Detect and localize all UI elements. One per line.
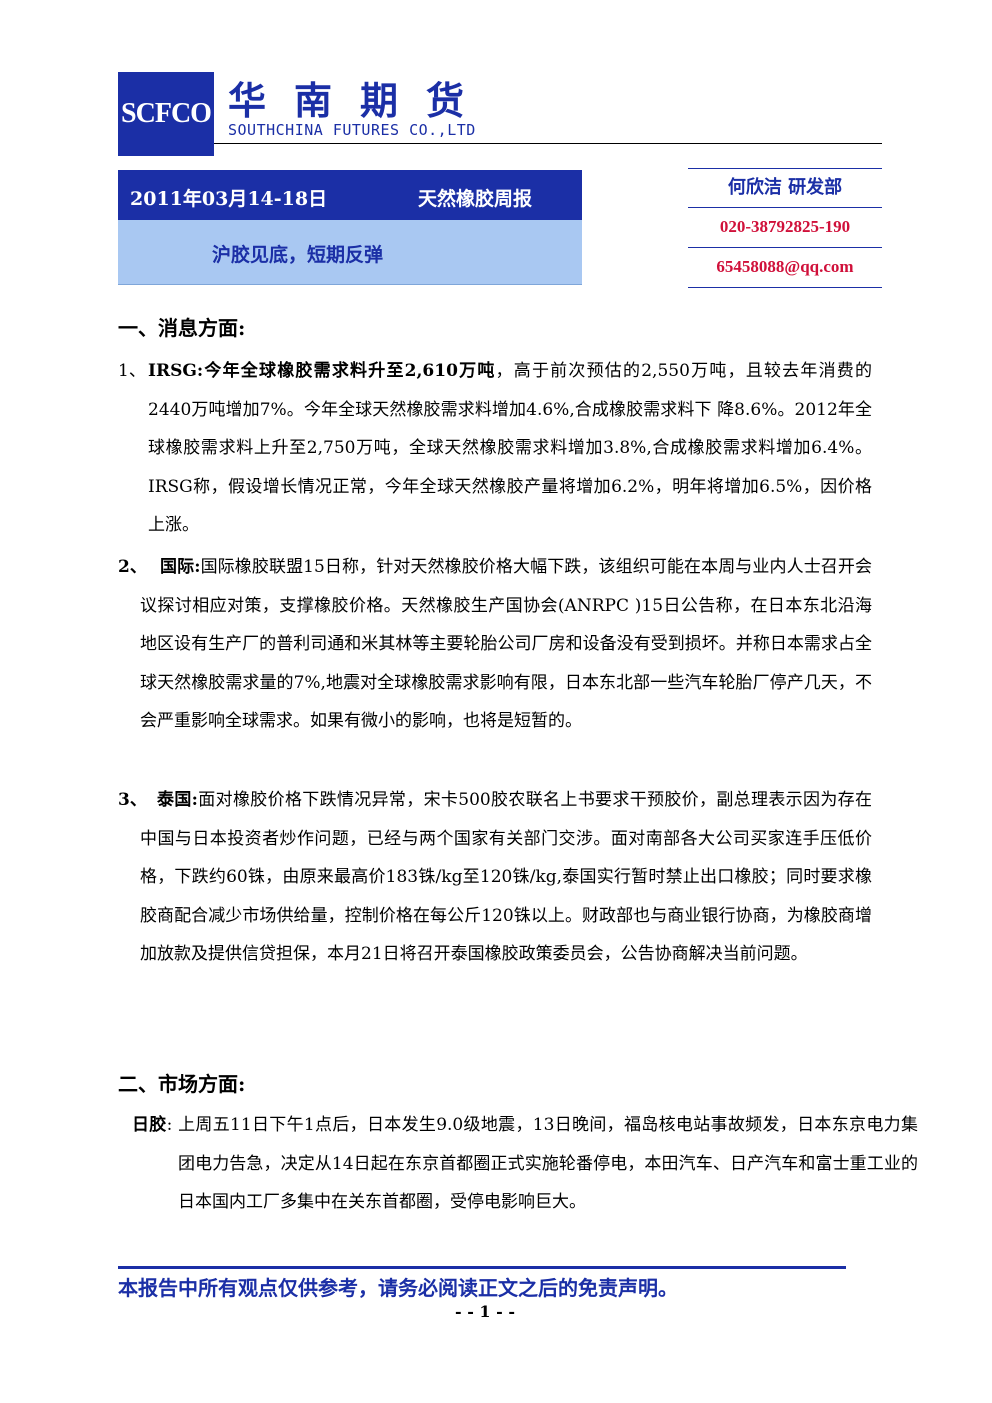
- item3-text: 面对橡胶价格下跌情况异常，宋卡500胶农联名上书要求干预胶价，副总理表示因为存在…: [140, 790, 873, 964]
- analyst-email[interactable]: 65458088@qq.com: [716, 257, 854, 276]
- logo-text: SCFCO: [121, 98, 212, 129]
- company-name-cn: 华南期货: [228, 79, 493, 123]
- item3-paragraph: 泰国:面对橡胶价格下跌情况异常，宋卡500胶农联名上书要求干预胶价，副总理表示因…: [140, 781, 872, 974]
- item2-lead: 国际:: [160, 557, 201, 577]
- company-name-en: SOUTHCHINA FUTURES CO.,LTD: [228, 121, 476, 139]
- japan-lead: 日胶: [132, 1115, 167, 1135]
- item1-text: ，高于前次预估的2,550万吨，且较去年消费的2440万吨增加7%。今年全球天然…: [148, 361, 872, 535]
- news-section-heading: 一、消息方面:: [118, 316, 246, 340]
- report-title-bar: 2011年03月14-18日 天然橡胶周报: [118, 170, 582, 220]
- report-subtitle: 沪胶见底，短期反弹: [212, 244, 384, 266]
- contact-email-row: 65458088@qq.com: [688, 248, 882, 288]
- analyst-name: 何欣洁 研发部: [727, 177, 843, 198]
- report-subtitle-bar: 沪胶见底，短期反弹: [118, 220, 582, 285]
- company-logo: SCFCO: [118, 72, 214, 156]
- footer-divider: [118, 1266, 846, 1269]
- report-name: 天然橡胶周报: [418, 188, 533, 210]
- header-divider: [214, 143, 882, 144]
- contact-name-row: 何欣洁 研发部: [688, 168, 882, 208]
- contact-box: 何欣洁 研发部 020-38792825-190 65458088@qq.com: [688, 168, 882, 288]
- item3-number: 3、: [118, 790, 147, 810]
- item2-text: 国际橡胶联盟15日称，针对天然橡胶价格大幅下跌，该组织可能在本周与业内人士召开会…: [140, 557, 872, 731]
- item3-lead: 泰国:: [157, 790, 198, 810]
- disclaimer: 本报告中所有观点仅供参考，请务必阅读正文之后的免责声明。: [118, 1276, 678, 1300]
- page-number: - - 1 - -: [455, 1302, 515, 1321]
- market-section-heading: 二、市场方面:: [118, 1072, 246, 1096]
- report-date: 2011年03月14-18日: [130, 188, 328, 210]
- japan-paragraph: 日胶: 上周五11日下午1点后，日本发生9.0级地震，13日晚间，福岛核电站事故…: [132, 1106, 918, 1222]
- item2-paragraph: 国际:国际橡胶联盟15日称，针对天然橡胶价格大幅下跌，该组织可能在本周与业内人士…: [140, 548, 872, 741]
- japan-text: : 上周五11日下午1点后，日本发生9.0级地震，13日晚间，福岛核电站事故频发…: [166, 1115, 918, 1212]
- item1-number: 1、: [118, 361, 146, 381]
- analyst-phone: 020-38792825-190: [719, 217, 851, 236]
- item1-paragraph: IRSG:今年全球橡胶需求料升至2,610万吨，高于前次预估的2,550万吨，且…: [148, 352, 872, 545]
- item1-lead: IRSG:今年全球橡胶需求料升至2,610万吨: [148, 361, 496, 381]
- item2-number: 2、: [118, 557, 147, 577]
- contact-phone-row: 020-38792825-190: [688, 208, 882, 248]
